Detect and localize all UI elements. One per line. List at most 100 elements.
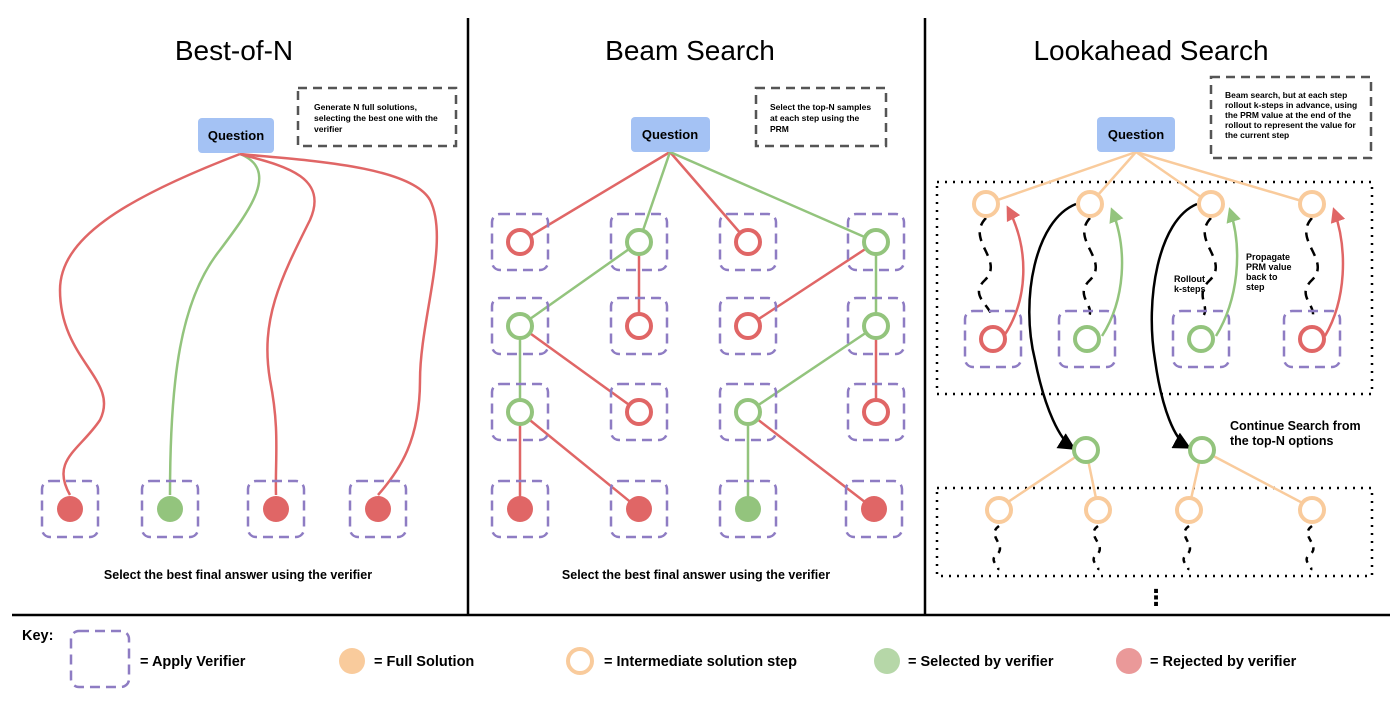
beam-verifier-box xyxy=(490,212,550,272)
lookahead-verifier-box xyxy=(963,309,1023,369)
best-of-n-note-line-2: selecting the best one with the xyxy=(314,113,438,123)
propagate-label-line-4: step xyxy=(1246,282,1265,292)
best-of-n-caption: Select the best final answer using the v… xyxy=(104,568,372,582)
lookahead-step-node xyxy=(1175,496,1203,524)
best-of-n-path-2 xyxy=(168,152,261,496)
beam-step-rejected xyxy=(625,398,653,426)
continue-label-line-1: Continue Search from xyxy=(1230,419,1361,433)
beam-verifier-box xyxy=(609,382,669,442)
continue-arrow-1 xyxy=(1028,202,1077,450)
rollout-label-line-2: k-steps xyxy=(1174,284,1206,294)
rollout-label-line-1: Rollout xyxy=(1174,274,1205,284)
rollout-squiggle xyxy=(1200,217,1217,319)
rollout-squiggle xyxy=(1082,217,1097,319)
beam-step-selected xyxy=(506,398,534,426)
lookahead-region-top xyxy=(935,180,1374,396)
propagate-label-line-1: Propagate xyxy=(1246,252,1290,262)
beam-edge xyxy=(747,411,875,510)
beam-verifier-box xyxy=(609,479,669,539)
lookahead-verifier-box xyxy=(1057,309,1117,369)
beam-edge xyxy=(519,324,640,414)
beam-verifier-box xyxy=(846,296,906,356)
key-selected-symbol xyxy=(874,648,900,674)
key-verifier-symbol xyxy=(69,629,131,689)
key-legend: Key: = Apply Verifier = Full Solution = … xyxy=(22,628,1297,689)
beam-verifier-box xyxy=(718,212,778,272)
lookahead-step-node xyxy=(1197,190,1225,218)
rollout-squiggle xyxy=(1305,524,1315,571)
rollout-squiggle xyxy=(1304,217,1319,319)
propagate-arrow-3 xyxy=(1214,207,1241,337)
propagate-arrow-1 xyxy=(1002,205,1025,337)
beam-search-caption: Select the best final answer using the v… xyxy=(562,568,830,582)
lookahead-edge xyxy=(1135,150,1313,206)
beam-search-note-box xyxy=(754,86,888,148)
best-of-n-verifier-box-1 xyxy=(40,479,100,539)
lookahead-rollout-end-selected xyxy=(1187,325,1215,353)
beam-verifier-box xyxy=(490,479,550,539)
best-of-n-answer-4-rejected xyxy=(365,496,391,522)
lookahead-rollout-end-rejected xyxy=(1298,325,1326,353)
beam-search-question-label: Question xyxy=(642,127,698,142)
beam-step-selected xyxy=(862,312,890,340)
lookahead-note-line-3: the PRM value at the end of the xyxy=(1225,110,1351,120)
continuation-ellipsis: ⋮ xyxy=(1145,586,1167,611)
beam-search-title: Beam Search xyxy=(605,35,775,66)
lookahead-edge xyxy=(998,448,1087,510)
lookahead-question-label: Question xyxy=(1108,127,1164,142)
lookahead-rollout-end-selected xyxy=(1073,325,1101,353)
best-of-n-title: Best-of-N xyxy=(175,35,293,66)
rollout-squiggle xyxy=(1182,524,1192,571)
beam-verifier-box xyxy=(846,212,906,272)
beam-final-selected xyxy=(735,496,761,522)
lookahead-step-node xyxy=(972,190,1000,218)
best-of-n-answer-3-rejected xyxy=(263,496,289,522)
lookahead-note-line-5: the current step xyxy=(1225,130,1289,140)
beam-search-question-box xyxy=(631,117,710,152)
lookahead-step-node xyxy=(985,496,1013,524)
beam-verifier-box xyxy=(609,296,669,356)
best-of-n-path-3 xyxy=(239,152,316,496)
key-label-apply-verifier: = Apply Verifier xyxy=(140,654,246,670)
key-label-full-solution: = Full Solution xyxy=(374,654,474,670)
beam-verifier-box xyxy=(718,296,778,356)
beam-final-rejected xyxy=(861,496,887,522)
beam-step-rejected xyxy=(734,312,762,340)
lookahead-title: Lookahead Search xyxy=(1033,35,1268,66)
beam-step-selected xyxy=(862,228,890,256)
key-intermediate-step-symbol xyxy=(566,647,594,675)
lookahead-rollout-end-rejected xyxy=(979,325,1007,353)
propagate-label-line-2: PRM value xyxy=(1246,262,1292,272)
beam-edge xyxy=(747,324,877,414)
beam-step-rejected xyxy=(862,398,890,426)
beam-edge xyxy=(747,240,877,328)
beam-step-rejected xyxy=(506,228,534,256)
lookahead-note-line-2: rollout k-steps in advance, using xyxy=(1225,100,1357,110)
beam-final-rejected xyxy=(626,496,652,522)
lookahead-step-node xyxy=(1084,496,1112,524)
beam-step-selected xyxy=(625,228,653,256)
propagate-arrow-4 xyxy=(1323,207,1346,337)
lookahead-step-node xyxy=(1298,190,1326,218)
beam-edge xyxy=(519,150,671,244)
beam-verifier-box xyxy=(609,212,669,272)
best-of-n-path-4 xyxy=(239,152,439,496)
lookahead-step-node xyxy=(1298,496,1326,524)
best-of-n-verifier-box-3 xyxy=(246,479,306,539)
lookahead-edge xyxy=(1201,448,1313,510)
key-label-rejected: = Rejected by verifier xyxy=(1150,654,1297,670)
beam-step-selected xyxy=(506,312,534,340)
panel-lookahead-search: Lookahead Search Beam search, but at eac… xyxy=(935,35,1374,611)
lookahead-verifier-box xyxy=(1282,309,1342,369)
panel-beam-search: Beam Search Select the top-N samples at … xyxy=(490,35,906,582)
key-full-solution-symbol xyxy=(339,648,365,674)
beam-step-rejected xyxy=(625,312,653,340)
best-of-n-answer-1-rejected xyxy=(57,496,83,522)
best-of-n-note-box xyxy=(296,86,458,148)
beam-search-note-line-3: PRM xyxy=(770,124,789,134)
rollout-squiggle xyxy=(992,524,1002,571)
key-label-intermediate-step: = Intermediate solution step xyxy=(604,654,797,670)
key-rejected-symbol xyxy=(1116,648,1142,674)
beam-search-note-line-2: at each step using the xyxy=(770,113,860,123)
